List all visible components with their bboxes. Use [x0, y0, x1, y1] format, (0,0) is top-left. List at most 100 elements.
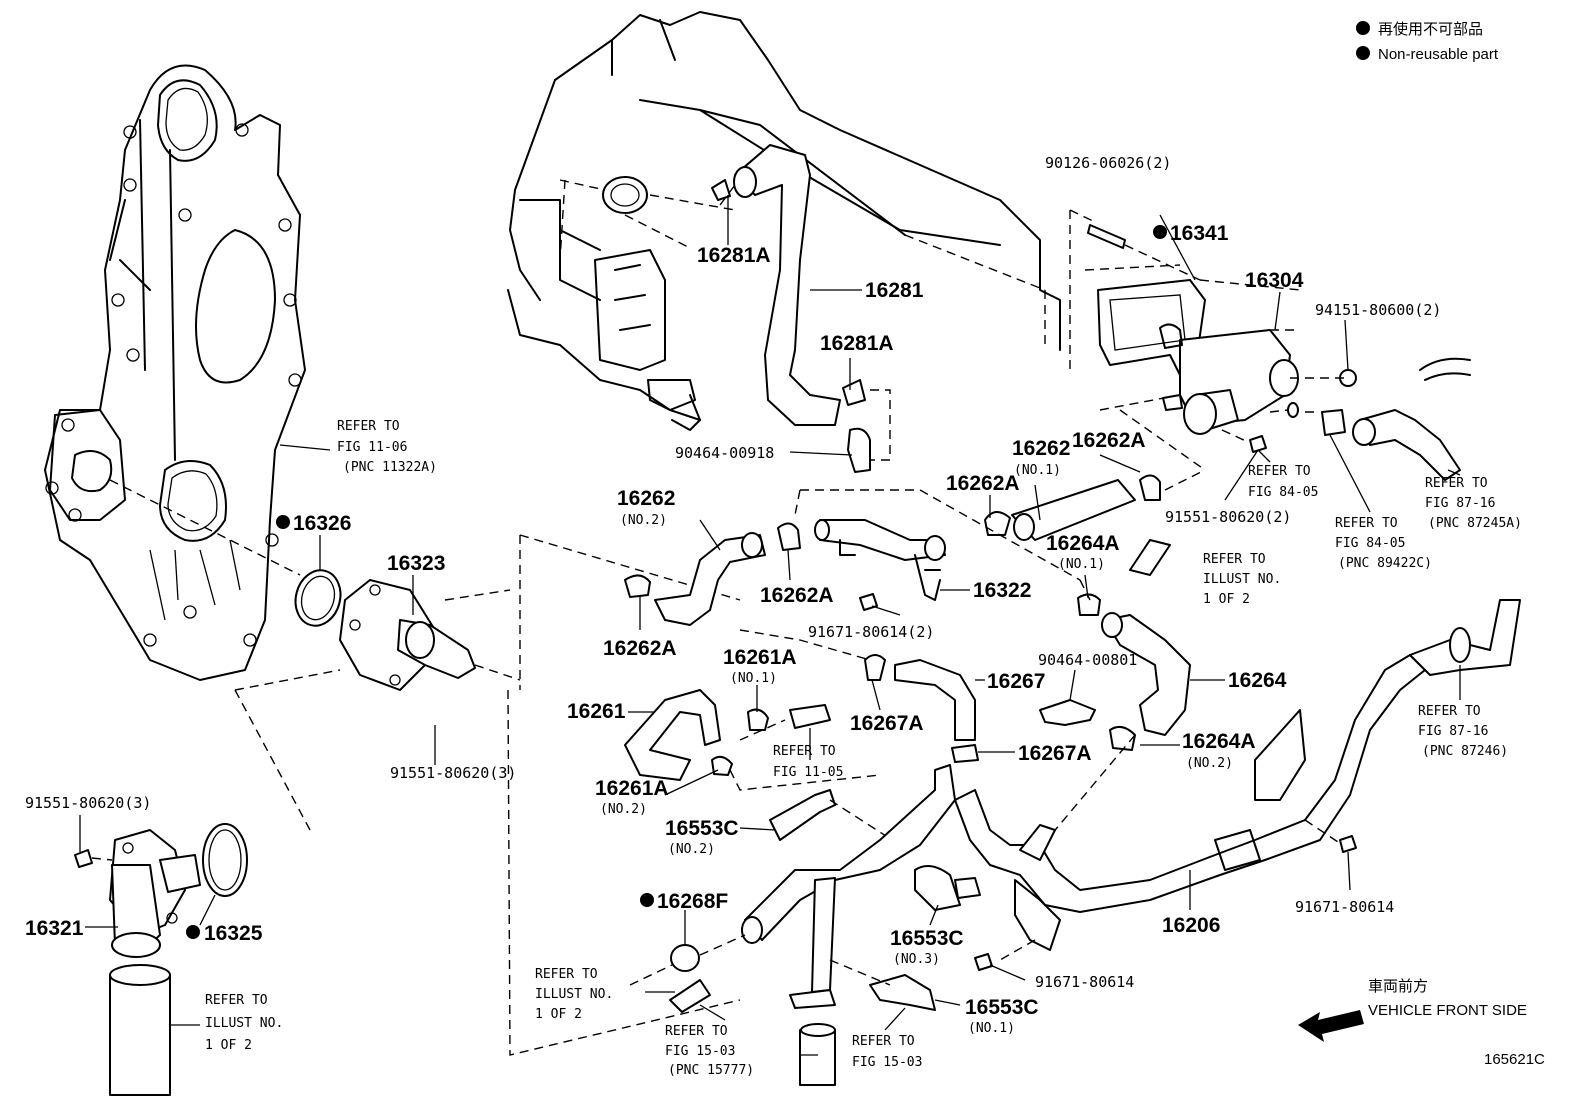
part-note: (NO.2) [668, 842, 715, 857]
part-label: 16262 [617, 487, 675, 510]
part-label: 16281 [865, 279, 924, 302]
part-note: (NO.2) [600, 802, 647, 817]
non-reusable-dot-icon [1153, 225, 1167, 239]
part-note: (NO.3) [893, 952, 940, 967]
refer-note: REFER TO FIG 11-06 (PNC 11322A) [337, 419, 437, 475]
part-label: 91671-80614 [1035, 973, 1134, 991]
part-label: 16281A [697, 244, 771, 267]
part-label: 16268F [657, 890, 728, 913]
vehicle-front-en-label: VEHICLE FRONT SIDE [1368, 1002, 1527, 1019]
clip-90464-00801 [1039, 699, 1096, 726]
part-label: 16326 [293, 512, 351, 535]
part-label: 94151-80600(2) [1315, 301, 1441, 319]
cover-to-gasket-line [109, 479, 301, 576]
part-label: 16262A [1072, 429, 1146, 452]
part-label: 16264A [1046, 532, 1120, 555]
bolt-91671-mid [859, 593, 878, 611]
part-note: (NO.1) [1058, 557, 1105, 572]
refer-note: REFER TO ILLUST NO. 1 OF 2 [535, 967, 621, 1022]
water-outlet-16304 [1097, 279, 1299, 435]
part-note: (NO.2) [1186, 756, 1233, 771]
hose-16262-no1 [1011, 479, 1136, 541]
refer-note: REFER TO FIG 87-16 (PNC 87246) [1418, 704, 1508, 759]
clamp-16281A-top [602, 176, 648, 214]
bolt-90126 [1087, 224, 1126, 249]
part-label: 16267A [1018, 742, 1092, 765]
hose-illust-left [109, 967, 171, 1096]
non-reusable-dot-icon [640, 893, 654, 907]
non-reusable-dot-icon [186, 925, 200, 939]
refer-note: REFER TO FIG 11-05 [773, 744, 843, 780]
part-label: 91551-80620(2) [1165, 508, 1291, 526]
non-reusable-dot-icon [276, 515, 290, 529]
part-label: 16262A [603, 637, 677, 660]
refer-note: REFER TO FIG 87-16 (PNC 87245A) [1425, 476, 1522, 531]
water-pipe-16206 [741, 599, 1521, 951]
bolt-91671-right [1339, 835, 1357, 853]
part-label: 91551-80620(3) [390, 764, 516, 782]
hose-16264 [1077, 593, 1191, 751]
legend-en-label: Non-reusable part [1378, 46, 1499, 63]
part-label: 16553C [965, 996, 1039, 1019]
water-inlet-housing-16323 [339, 579, 476, 691]
part-label: 16262 [1012, 437, 1070, 460]
part-label: 16264A [1182, 730, 1256, 753]
outlet-pipe-15777 [811, 877, 836, 993]
refer-note: REFER TO ILLUST NO. 1 OF 2 [1203, 552, 1289, 607]
bolt-91551-left [74, 849, 93, 868]
part-labels: 16281A 16281 16281A 90464-00918 90126-06… [25, 154, 1441, 1036]
part-label: 16553C [665, 817, 739, 840]
part-label: 16323 [387, 552, 445, 575]
part-label: 16341 [1170, 222, 1229, 245]
diagram-id: 165621C [1484, 1051, 1545, 1068]
part-label: 91671-80614(2) [808, 623, 934, 641]
clamp-16553C-no2 [769, 789, 836, 841]
union-fig-11-05 [789, 704, 831, 729]
non-reusable-markers [186, 225, 1167, 939]
pipe-16322 [814, 519, 946, 601]
gasket-16326 [294, 569, 342, 627]
part-note: (NO.1) [730, 671, 777, 686]
radiator-hose-87245A [1352, 357, 1471, 481]
clamp-16553C-no3 [914, 865, 961, 911]
sensor-89422C [1287, 402, 1346, 436]
non-reusable-dot-icon [1356, 46, 1370, 60]
hose-16267 [864, 654, 979, 763]
refer-note: REFER TO ILLUST NO. 1 OF 2 [205, 993, 291, 1053]
part-label: 16262A [760, 584, 834, 607]
bolt-91551-right [1249, 435, 1267, 453]
part-label: 16206 [1162, 914, 1220, 937]
part-label: 16322 [973, 579, 1031, 602]
part-label: 90464-00801 [1038, 651, 1137, 669]
part-label: 16267 [987, 670, 1045, 693]
hose-illust-bottom [669, 979, 711, 1013]
part-label: 16261A [595, 777, 669, 800]
refer-note: REFER TO FIG 84-05 (PNC 89422C) [1335, 516, 1432, 571]
part-note: (NO.1) [968, 1021, 1015, 1036]
arrow-left-icon [1298, 1010, 1364, 1042]
water-inlet-16321 [109, 829, 201, 958]
hose-16281 [733, 144, 841, 426]
bolt-91671-lower [974, 953, 993, 971]
non-reusable-dot-icon [1356, 21, 1370, 35]
part-label: 16281A [820, 332, 894, 355]
legend: 再使用不可部品 Non-reusable part [1356, 21, 1499, 63]
part-label: 16262A [946, 472, 1020, 495]
part-label: 16325 [204, 922, 263, 945]
part-label: 91551-80620(3) [25, 794, 151, 812]
part-label: 90464-00918 [675, 444, 774, 462]
refer-note: REFER TO FIG 84-05 [1248, 464, 1318, 500]
refer-note: REFER TO FIG 15-03 [852, 1034, 922, 1070]
hose-illust-right [1129, 539, 1171, 576]
part-label: 16321 [25, 917, 84, 940]
refer-note: REFER TO FIG 15-03 (PNC 15777) [665, 1024, 754, 1078]
hose-16261 [624, 689, 721, 781]
part-label: 16264 [1228, 669, 1287, 692]
part-label: 16553C [890, 927, 964, 950]
part-note: (NO.2) [620, 513, 667, 528]
clamp-16553C-no1 [869, 974, 936, 1011]
refer-to-notes: REFER TO FIG 11-06 (PNC 11322A) REFER TO… [205, 419, 1522, 1078]
part-label: 90126-06026(2) [1045, 154, 1171, 172]
part-label: 16267A [850, 712, 924, 735]
